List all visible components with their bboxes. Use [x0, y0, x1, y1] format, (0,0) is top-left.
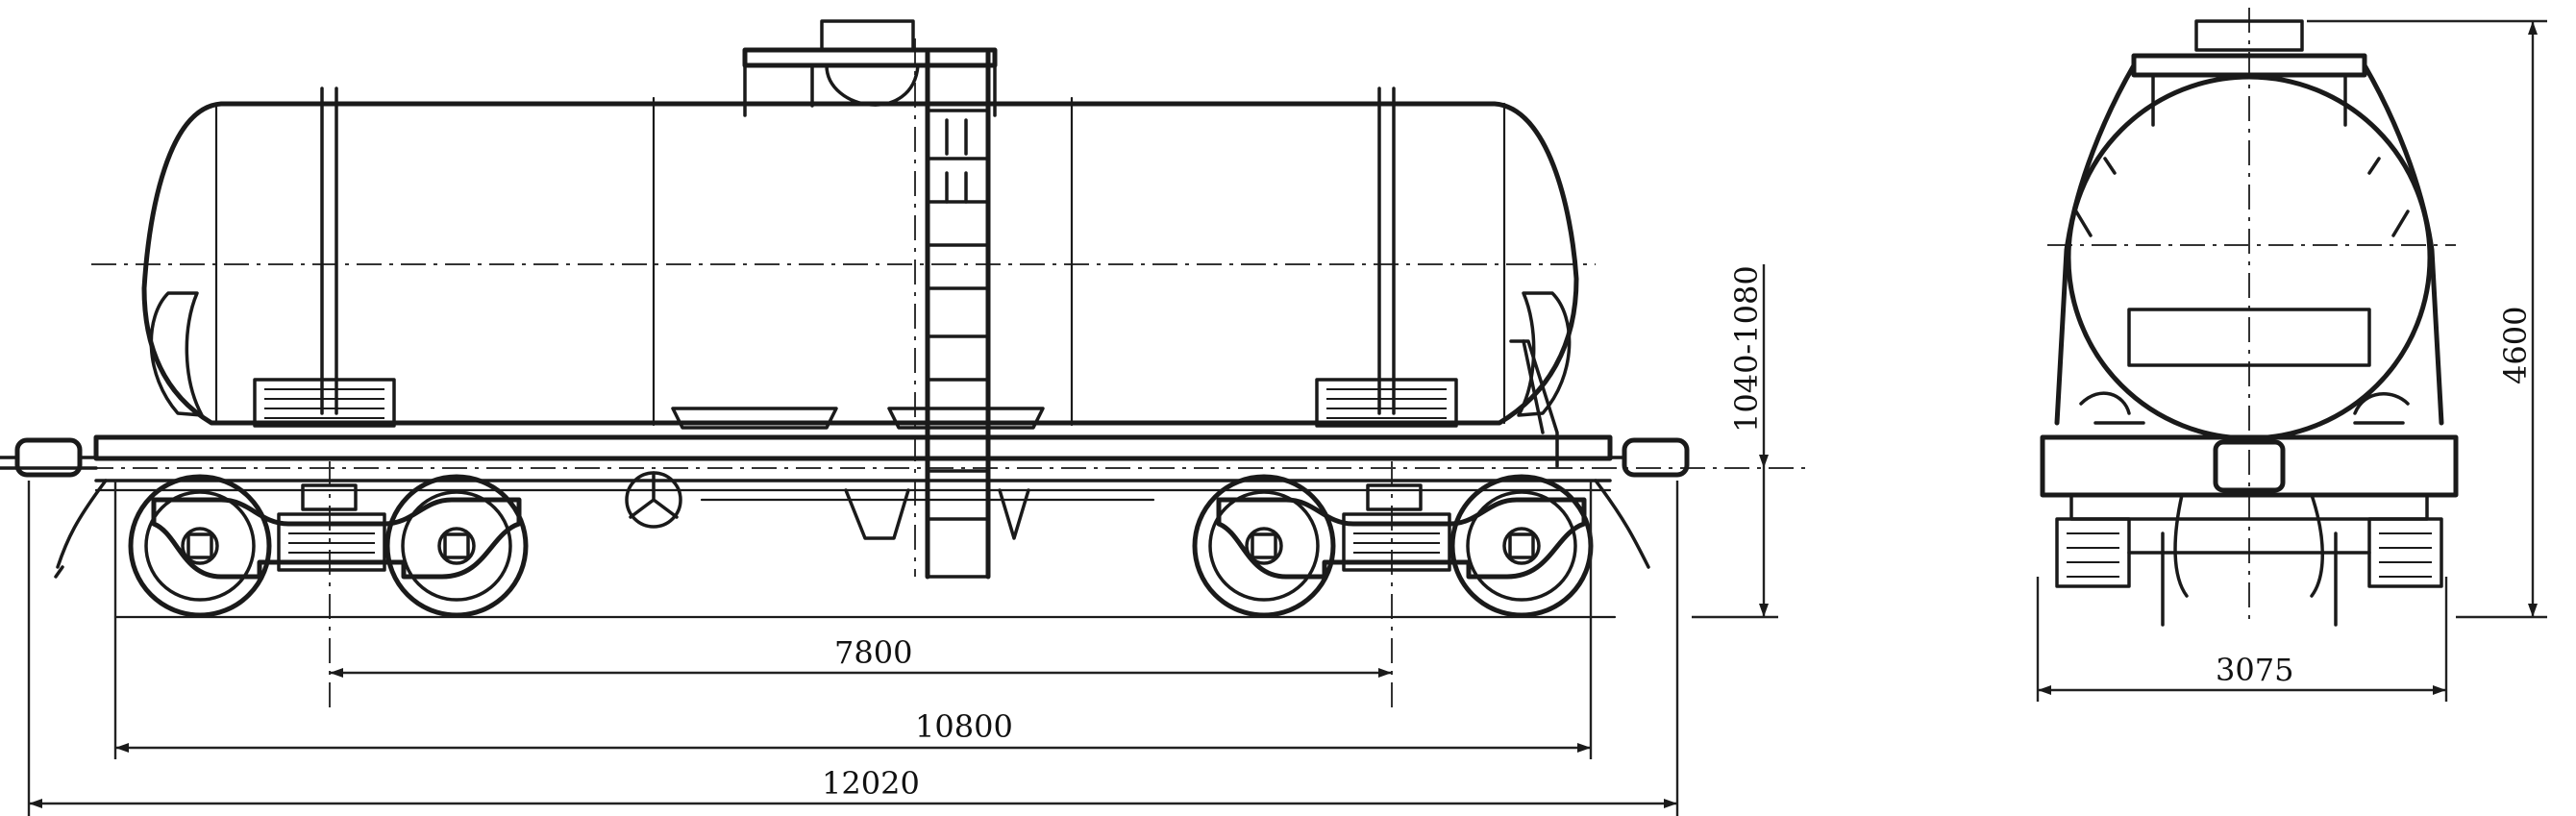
dimension-4600: 4600 [2307, 19, 2547, 619]
end-view: 3075 4600 [2036, 8, 2547, 702]
dimension-10800-label: 10800 [915, 708, 1013, 745]
dimension-10800: 10800 [113, 481, 1593, 759]
bogie-left [128, 474, 529, 618]
tank-straps [320, 87, 1559, 468]
coupler-left [0, 437, 108, 579]
dimension-4600-label: 4600 [2497, 307, 2534, 384]
dimension-1040-1080-label: 1040-1080 [1728, 265, 1765, 433]
dimension-3075-label: 3075 [2216, 652, 2293, 688]
underframe [93, 434, 1613, 540]
ladder [925, 50, 991, 580]
dimension-3075: 3075 [2036, 577, 2448, 702]
dimension-12020: 12020 [27, 481, 1679, 816]
dimension-7800: 7800 [330, 634, 1392, 678]
coupler-right [1594, 437, 1690, 569]
side-view: 7800 10800 12020 1040-1080 [0, 19, 1807, 816]
tank-shell [141, 96, 1579, 427]
tank-dome [742, 19, 998, 117]
dimension-12020-label: 12020 [822, 765, 920, 802]
support-pads [253, 378, 1458, 430]
end-view-bogie [2055, 439, 2443, 627]
dimension-1040-1080: 1040-1080 [1692, 264, 1778, 619]
dimension-7800-label: 7800 [834, 634, 912, 671]
